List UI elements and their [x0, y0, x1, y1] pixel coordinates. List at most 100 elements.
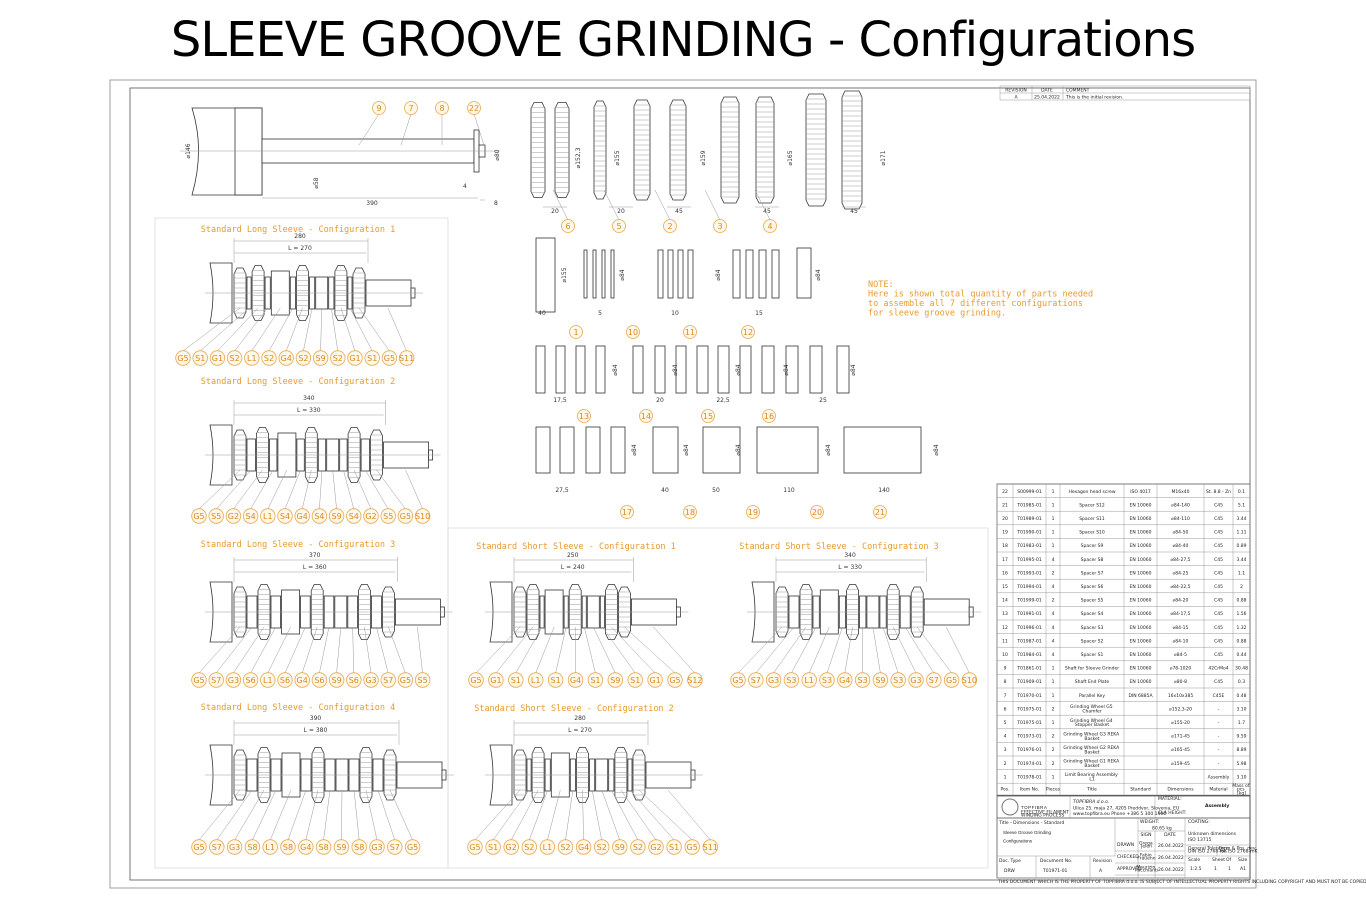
bom-cell: EN 10060: [1130, 625, 1152, 631]
text-line: General Tolerance: [1188, 846, 1230, 852]
wheel-outline: [593, 100, 607, 200]
bom-cell: 12: [1002, 625, 1008, 631]
bom-cell: 8: [1004, 679, 1007, 685]
weight-value: 80.65 kg: [1152, 826, 1172, 832]
spacer-shape: [535, 426, 551, 474]
bom-cell: 17: [1002, 557, 1008, 563]
leader-line: [216, 626, 253, 674]
text-line: Fabio: [1140, 852, 1153, 858]
bom-cell: EN 10060: [1130, 611, 1152, 617]
balloon-circle: [380, 672, 396, 688]
bom-cell: Shaft for Sleeve Grinder: [1065, 666, 1119, 672]
part-balloon: G2: [503, 839, 519, 855]
text-line: Configurations: [1003, 839, 1033, 844]
part-balloon: S1: [364, 350, 380, 366]
balloon-circle: [363, 672, 379, 688]
configuration-3: Standard Long Sleeve - Configuration 337…: [191, 540, 453, 688]
balloon-label: G4: [570, 676, 581, 685]
logo-subtitle: EFFECTIVE FILAMENT WINDING PROCESS: [1021, 810, 1070, 819]
spacer-shape: [559, 426, 575, 474]
spacer-shape: [654, 345, 666, 394]
balloon-circle: [191, 839, 207, 855]
leader-line: [389, 789, 413, 841]
balloon-circle: [312, 350, 329, 366]
text-line: [kg]: [1237, 791, 1246, 797]
bom-header: Standard: [1130, 787, 1151, 793]
balloon-label: S3: [786, 676, 796, 685]
bom-cell: 1: [1052, 543, 1055, 549]
balloon-label: S11: [703, 843, 718, 852]
balloon-circle: [683, 505, 697, 519]
bom-cell: 3.10: [1236, 774, 1246, 780]
part-balloon: S7: [208, 672, 224, 688]
leader-line: [216, 469, 252, 510]
wheel-width-label: 20: [617, 208, 625, 215]
balloon-label: S7: [751, 676, 761, 685]
balloon-circle: [226, 350, 243, 366]
part-balloon: 13: [577, 409, 591, 423]
bom-cell: EN 10060: [1130, 557, 1152, 563]
weight-label: WEIGHT:: [1140, 819, 1159, 825]
spacer-shape: [585, 426, 601, 474]
leader-line: [582, 789, 584, 841]
text-line: WINDING PROCESS: [1021, 812, 1064, 818]
balloon-circle: [626, 325, 640, 339]
text-line: Basket: [1084, 749, 1099, 755]
bom-cell: 0.88: [1236, 598, 1246, 604]
text-line: Pacchianti: [1135, 868, 1158, 874]
scale-field-value: 1: [1214, 866, 1217, 872]
part-balloon: S2: [295, 350, 312, 366]
revision-value: This is the initial revision.: [1065, 95, 1123, 101]
spacer-diameter-label: ⌀84: [815, 269, 822, 280]
balloon-label: S2: [560, 843, 570, 852]
bom-cell: 1.11: [1236, 530, 1246, 536]
leader-line: [233, 626, 265, 674]
bom-cell: St. 8.8 - Zn: [1206, 489, 1231, 495]
part-balloon: S9: [612, 839, 628, 855]
bom-cell: 0.1: [1238, 489, 1245, 495]
balloon-circle: [244, 350, 260, 366]
part-balloon: G3: [908, 672, 924, 688]
bom-cell: ⌀84-40: [1173, 543, 1189, 549]
bom-cell: -: [1218, 762, 1220, 767]
bom-cell: T01984-01: [1016, 652, 1042, 658]
part-balloon: S3: [854, 672, 871, 688]
wheel-diameter-label: ⌀171: [880, 150, 887, 165]
balloon-circle: [208, 672, 224, 688]
text-line: Grinding Wheel G3 REKA: [1063, 731, 1120, 737]
balloon-label: G5: [400, 512, 411, 521]
leader-line: [791, 626, 817, 674]
part-balloon: 1: [569, 325, 583, 339]
part-balloon: S8: [315, 839, 332, 855]
bom-header: Pieces: [1046, 787, 1061, 793]
spacer-shape: [632, 345, 644, 394]
bom-cell: 9: [1004, 666, 1007, 672]
bom-cell: Grinding Wheel G4 Stopper Basket: [1070, 718, 1114, 728]
balloon-label: 3: [717, 222, 722, 231]
bom-cell: 16x10x385: [1168, 693, 1194, 699]
balloon-circle: [333, 839, 350, 855]
bom-cell: 4: [1052, 584, 1055, 590]
part-balloon: 17: [620, 505, 634, 519]
material-value: Assembly: [1205, 803, 1229, 809]
part-balloon: S9: [328, 508, 345, 524]
bom-cell: C45: [1214, 570, 1223, 576]
part-balloon: S7: [380, 672, 396, 688]
balloon-circle: [381, 350, 398, 366]
spacer-width-label: 15: [755, 310, 763, 317]
bom-cell: 1: [1052, 502, 1055, 508]
part-balloon: S9: [328, 672, 345, 688]
balloon-label: G5: [193, 512, 204, 521]
note-line: for sleeve groove grinding.: [868, 309, 1006, 319]
balloon-circle: [647, 672, 663, 688]
bom-cell: -: [1218, 748, 1220, 753]
balloon-label: S8: [247, 843, 257, 852]
bom-cell: T01974-01: [1016, 761, 1042, 767]
leader-line: [916, 626, 952, 674]
bom-cell: EN 10060: [1130, 679, 1152, 685]
part-balloon: 6: [561, 219, 575, 233]
line: [358, 113, 380, 146]
bom-cell: 4: [1052, 557, 1055, 563]
